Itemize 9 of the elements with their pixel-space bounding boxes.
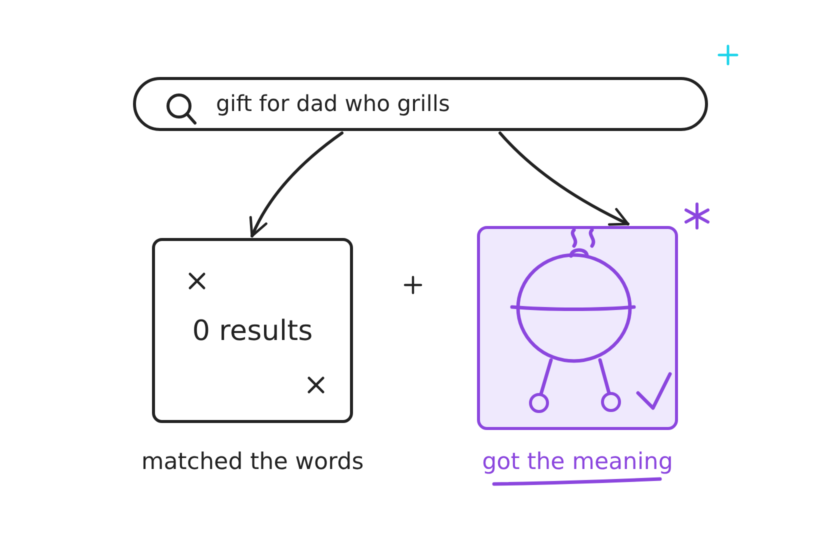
node-label: got the meaning xyxy=(482,448,673,477)
search-query: gift for dad who grills xyxy=(216,92,450,116)
arrow xyxy=(498,132,630,226)
search-bar xyxy=(133,77,708,131)
picture-card xyxy=(477,226,678,430)
arrow xyxy=(250,132,344,238)
result-box xyxy=(152,238,353,423)
result-count: 0 results xyxy=(192,314,313,347)
node-label: matched the words xyxy=(141,448,364,477)
